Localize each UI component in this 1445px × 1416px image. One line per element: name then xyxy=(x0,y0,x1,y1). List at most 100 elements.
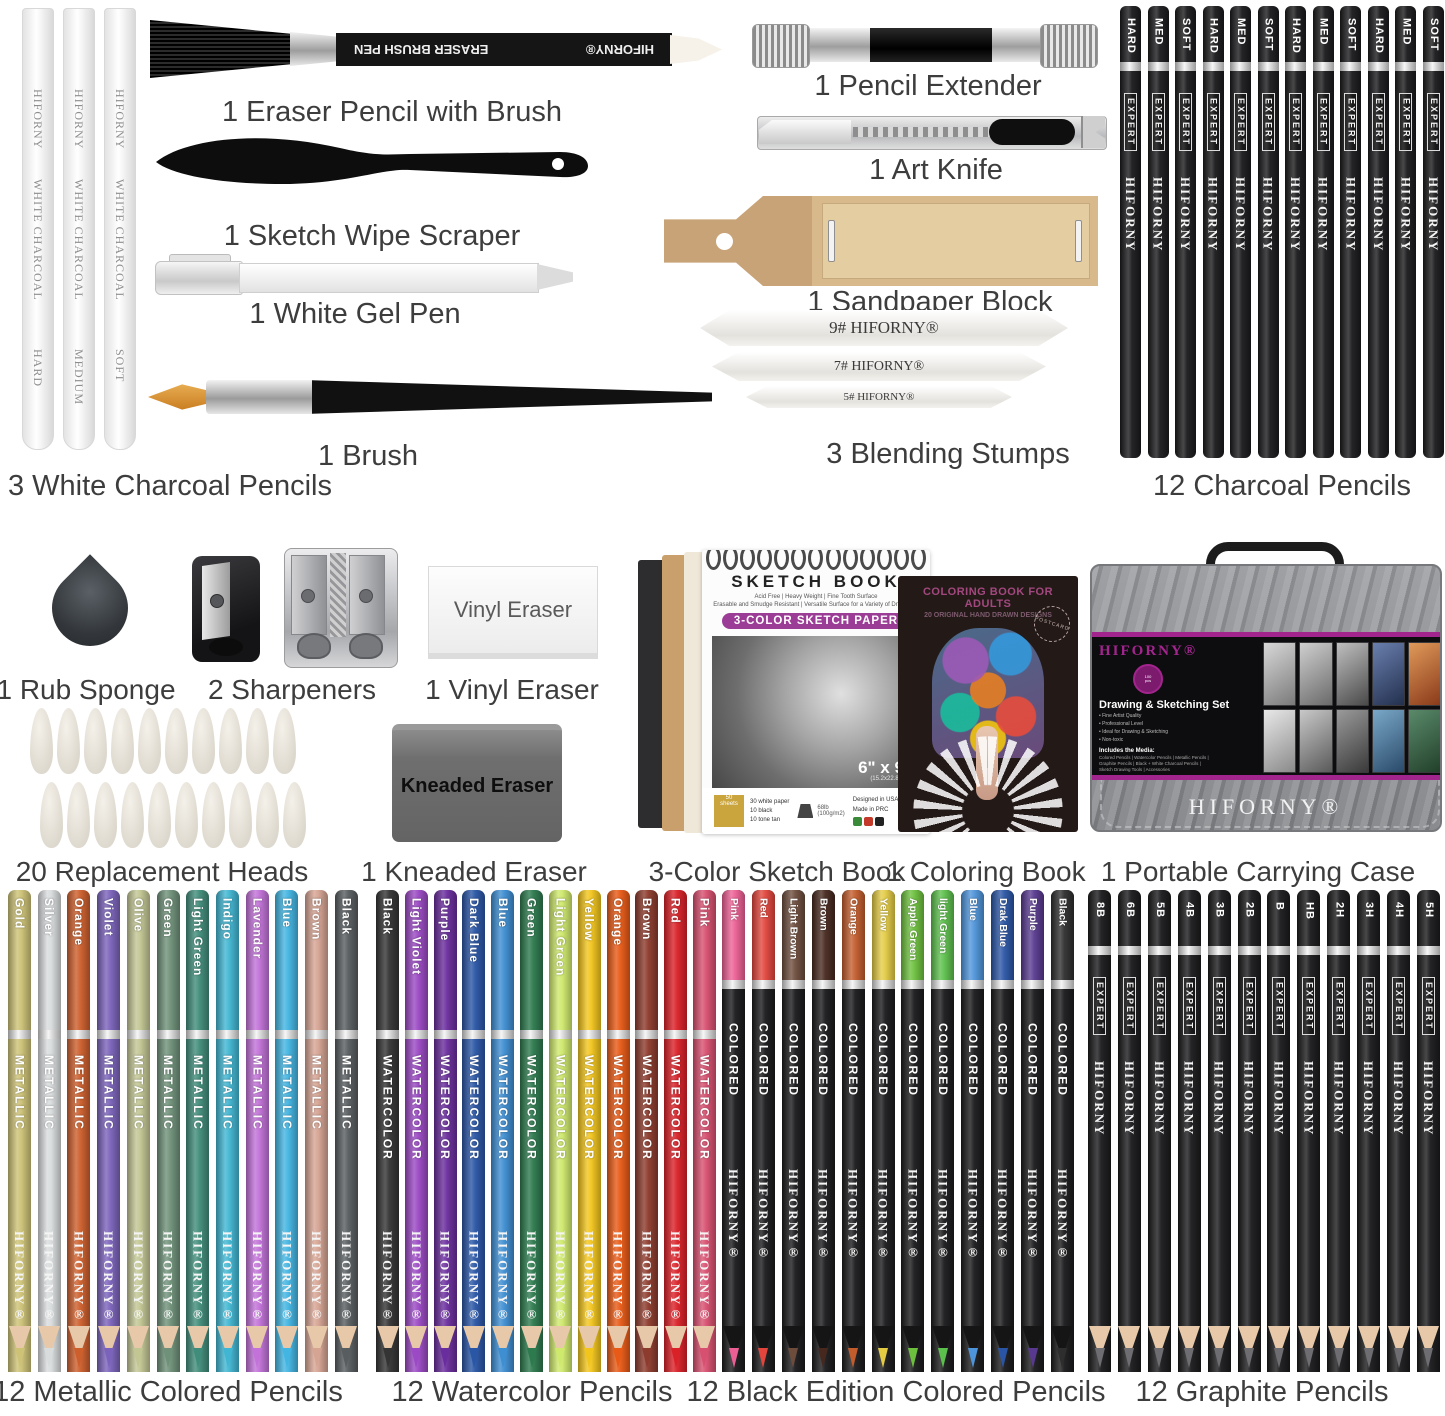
ferrule-band xyxy=(1021,980,1045,989)
tip-wood xyxy=(693,1326,716,1358)
tier-box: EXPERT xyxy=(1392,977,1406,1036)
pencil-grade-label: SOFT xyxy=(1427,18,1440,52)
pencil-tip xyxy=(842,1326,865,1372)
tip-wood xyxy=(305,1326,328,1358)
tip-lead xyxy=(1154,1348,1165,1368)
pencil-color-cap: Red xyxy=(751,890,775,980)
pencil-tip xyxy=(752,1326,775,1372)
staple xyxy=(1075,220,1082,262)
pencil-color-name: light Green xyxy=(937,898,950,954)
tip-wood xyxy=(491,1326,514,1358)
brush-tip xyxy=(148,384,210,410)
pencil-tip xyxy=(1297,1326,1320,1372)
pencil-color-cap: Orange xyxy=(841,890,865,980)
tier-box: EXPERT xyxy=(1399,93,1413,152)
sponge-shape xyxy=(36,554,144,662)
caption-eraser-pencil: 1 Eraser Pencil with Brush xyxy=(221,96,563,128)
tier-label: EXPERT xyxy=(1182,977,1196,1036)
ferrule-band xyxy=(491,1030,515,1039)
single-sharpener xyxy=(192,556,260,662)
pencil-grade-label: SOFT xyxy=(1180,18,1193,52)
tip-lead xyxy=(1094,1348,1105,1368)
tier-box: EXPERT xyxy=(1206,93,1220,152)
pencil-line-label: WATERCOLOR xyxy=(582,1055,597,1161)
caption-pencil-extender: 1 Pencil Extender xyxy=(814,70,1042,102)
case-brand: HIFORNY® xyxy=(1099,643,1198,659)
pencil-color-cap: Drak Blue xyxy=(991,890,1015,980)
artwork-thumbnail xyxy=(1263,709,1297,773)
ferrule-band xyxy=(1088,946,1111,955)
caption-metallic: 12 Metallic Colored Pencils xyxy=(0,1376,343,1408)
case-bullet: • Ideal for Drawing & Sketching xyxy=(1099,729,1169,735)
rub-sponge xyxy=(36,554,144,662)
tier-label: EXPERT xyxy=(1242,977,1256,1036)
pencil-brand-label: HIFORNY® xyxy=(845,1169,861,1262)
tier-box: EXPERT xyxy=(1332,977,1346,1036)
pencil-brand-label: HIFORNY® xyxy=(726,1169,741,1262)
tier-box: EXPERT xyxy=(1344,93,1358,152)
pencil-brand-label: HIFORNY® xyxy=(495,1231,511,1324)
coloring-book: COLORING BOOK FOR ADULTS 20 ORIGINAL HAN… xyxy=(898,576,1078,832)
pencil-brand-label: HIFORNY® xyxy=(696,1231,712,1324)
ferrule-band xyxy=(216,1030,240,1039)
pencil-line-label: COLORED xyxy=(726,1023,741,1097)
tip-lead xyxy=(641,1348,652,1368)
sandpaper-sheet xyxy=(822,203,1090,279)
pencil-color-name: Yellow xyxy=(877,898,890,931)
pencil-line-label: COLORED xyxy=(756,1023,771,1097)
pencil-line-label: METALLIC xyxy=(101,1055,116,1131)
pencil-line-label: METALLIC xyxy=(42,1055,57,1131)
tier-box: EXPERT xyxy=(1152,977,1166,1036)
caption-replacement-heads: 20 Replacement Heads xyxy=(15,856,309,887)
pencil-line-label: WATERCOLOR xyxy=(380,1055,395,1161)
tip-lead xyxy=(192,1348,203,1368)
pen-body xyxy=(239,263,539,293)
pencil-tip xyxy=(127,1326,150,1372)
pencil-line-label: COLORED xyxy=(995,1023,1010,1097)
caption-kneaded-eraser: 1 Kneaded Eraser xyxy=(361,856,587,887)
ferrule-band xyxy=(245,1030,269,1039)
replacement-head xyxy=(219,708,242,774)
pencil-brand-label: HIFORNY® xyxy=(249,1231,265,1324)
pencil-grade-label: 4B xyxy=(1183,902,1196,919)
pencil-brand-label: HIFORNY xyxy=(1151,1061,1167,1137)
pencil-tip xyxy=(520,1326,543,1372)
pencil-grade-label: 3B xyxy=(1213,902,1226,919)
pencil-tip xyxy=(491,1326,514,1372)
caption-white-charcoal: 3 White Charcoal Pencils xyxy=(8,470,332,502)
tip-wood xyxy=(1357,1326,1380,1358)
tip-lead xyxy=(103,1348,114,1368)
pencil-brand-label: HIFORNY® xyxy=(190,1231,206,1324)
tier-label: EXPERT xyxy=(1093,977,1106,1036)
pencil-extender xyxy=(752,22,1098,68)
ferrule-band xyxy=(156,1030,180,1039)
pencil-brand-label: HIFORNY xyxy=(1123,177,1138,253)
artwork-thumbnail xyxy=(1407,709,1440,773)
tip-wood xyxy=(216,1326,239,1358)
ferrule-band xyxy=(606,1030,630,1039)
pencil-color-name: Green xyxy=(161,898,176,938)
ferrule-band xyxy=(1416,946,1440,955)
pencil-tip xyxy=(901,1326,924,1372)
blending-stump-7: 7# HIFORNY® xyxy=(712,352,1046,381)
replacement-heads xyxy=(30,708,308,854)
spiral-coil xyxy=(876,550,892,570)
pencil-tip xyxy=(1267,1326,1290,1372)
sketch-book-artwork: 6" x 9"(15.2x22.86cm) xyxy=(712,636,920,788)
pencil-line-label: COLORED xyxy=(816,1023,831,1097)
tip-lead xyxy=(1214,1348,1225,1368)
pencil-tip xyxy=(305,1326,328,1372)
pencil-brand-label: HIFORNY xyxy=(113,89,127,150)
tip-lead xyxy=(997,1348,1008,1368)
